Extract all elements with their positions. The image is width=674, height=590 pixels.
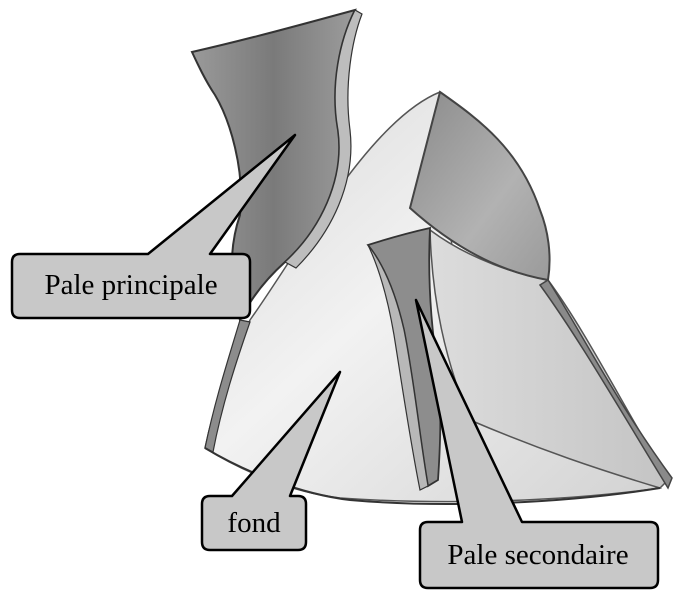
label-fond: fond <box>227 507 281 539</box>
label-pale-secondaire: Pale secondaire <box>447 539 628 571</box>
secondary-blade-edge <box>367 244 429 491</box>
callout-pale-secondaire-bubble <box>414 298 660 590</box>
right-blade-edge <box>538 278 673 490</box>
label-pale-principale: Pale principale <box>44 269 217 301</box>
callout-fond-bubble <box>200 370 342 552</box>
main-blade-edge <box>283 9 363 269</box>
callout-pale-principale-bubble <box>10 133 297 320</box>
